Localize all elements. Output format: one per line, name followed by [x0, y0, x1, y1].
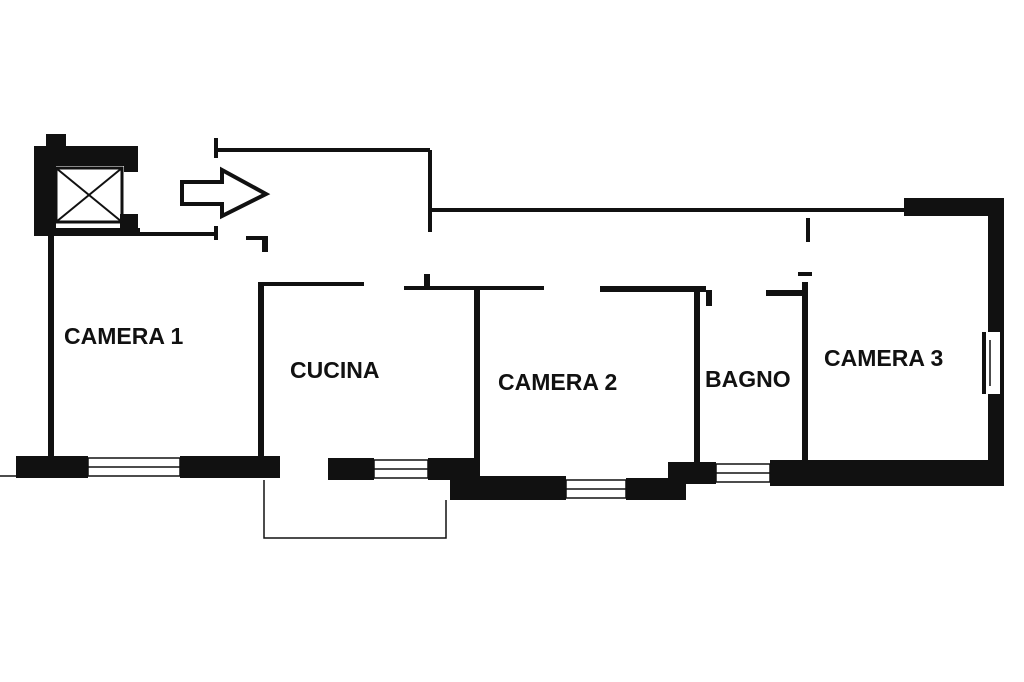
room-label-camera-3: CAMERA 3: [824, 345, 943, 371]
windows: [87, 457, 771, 499]
balcony-outline: [263, 480, 447, 539]
room-label-camera-1: CAMERA 1: [64, 323, 183, 349]
walls: [16, 138, 1004, 500]
room-label-bagno: BAGNO: [705, 366, 791, 392]
elevator-shaft-icon: [34, 134, 140, 236]
room-label-cucina: CUCINA: [290, 357, 379, 383]
entrance-arrow-icon: [180, 166, 271, 220]
room-label-camera-2: CAMERA 2: [498, 369, 617, 395]
